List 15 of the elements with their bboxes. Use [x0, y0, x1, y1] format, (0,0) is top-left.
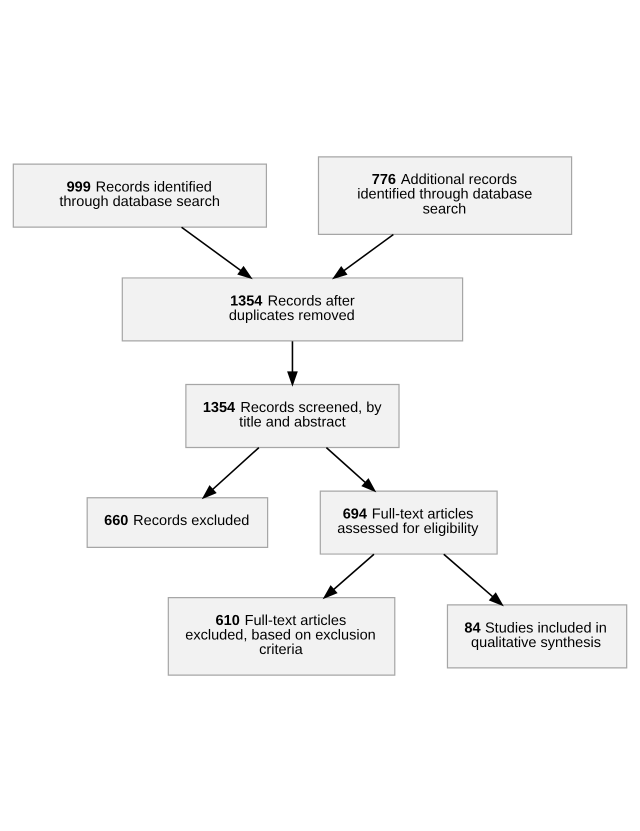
- arrow: [181, 226, 253, 279]
- node-box: 1354 Records after duplicates removed: [122, 276, 464, 342]
- node-box: 694 Full-text articles assessed for eligibility: [320, 490, 498, 554]
- arrow: [326, 446, 376, 492]
- arrow: [322, 553, 374, 599]
- node-box: 1354 Records screened, by title and abstract: [185, 383, 400, 448]
- node-box: 660 Records excluded: [86, 496, 268, 548]
- node-box: 84 Studies included in qualitative synthesis: [446, 604, 628, 668]
- arrow: [202, 446, 260, 499]
- arrow: [332, 233, 394, 279]
- arrow: [443, 553, 504, 606]
- node-box: 610 Full-text articles excluded, based on exclusion criteria: [168, 596, 396, 676]
- node-box: 999 Records identified through database search: [12, 163, 268, 228]
- arrow: [287, 340, 298, 386]
- node-box: 776 Additional records identified through database search: [318, 156, 572, 234]
